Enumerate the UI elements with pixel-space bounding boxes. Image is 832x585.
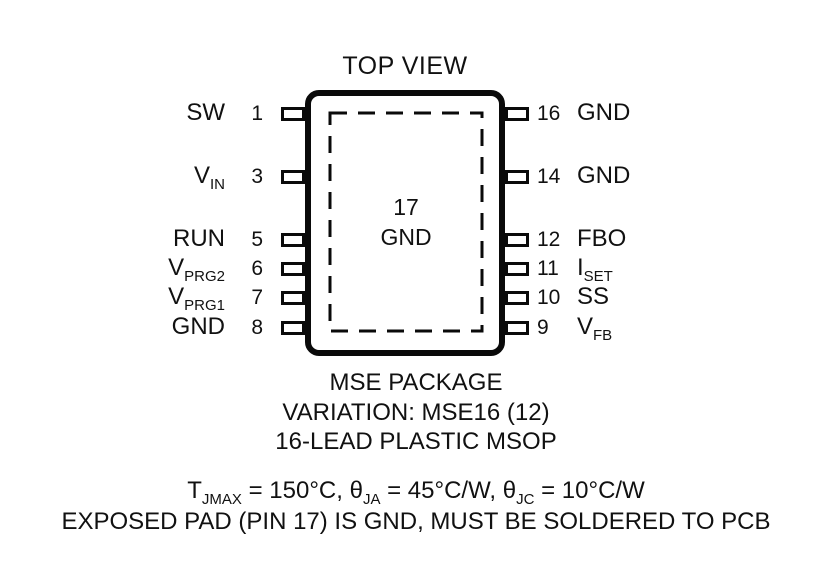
pin-lead [505,233,529,247]
pin-number: 7 [251,286,263,309]
pin-number: 5 [251,228,263,251]
package-variation: VARIATION: MSE16 (12) [282,398,550,426]
pin-lead [281,170,305,184]
pin-lead [281,291,305,305]
thermal-seg: = 45°C/W, θ [380,477,517,504]
pin-number: 9 [537,316,549,339]
pin-lead [505,262,529,276]
pin-row: SW 1 [186,99,305,129]
pin-label-base: GND [577,162,631,190]
pin-lead [505,107,529,121]
pin-label: ISET [577,254,613,284]
package-lead-type: 16-LEAD PLASTIC MSOP [275,428,557,455]
pin-label-base: GND [171,313,225,341]
pin-row: RUN 5 [173,225,305,255]
exposed-pad-note: EXPOSED PAD (PIN 17) IS GND, MUST BE SOL… [61,508,771,535]
pin-row: GND 8 [172,313,305,343]
pin-label-base: V [577,313,594,341]
pin-label-sub: PRG2 [184,267,225,285]
pin-lead [281,321,305,335]
pin-number: 8 [251,316,263,339]
pin-label: GND [577,162,630,192]
thermal-seg: = 10°C/W [534,477,645,504]
pin-number: 1 [251,102,263,125]
pin-label-base: GND [577,99,631,127]
pin-row: 14 GND [505,162,630,192]
thermal-theta-jc-sub: JC [516,490,535,508]
pin-label: VPRG2 [168,254,225,284]
pin-number: 12 [537,228,561,251]
pin-label-base: SS [577,283,610,311]
package-body [305,90,505,356]
pin-number: 16 [537,102,561,125]
thermal-seg: = 150°C, θ [241,477,363,504]
pin-label-sub: IN [210,175,225,193]
pin-label: GND [172,313,225,343]
pin-label: VFB [577,313,612,343]
pin-label-base: FBO [577,225,627,253]
pin-label: VPRG1 [168,283,225,313]
pin-row: 9 VFB [505,313,612,343]
pin-row: VPRG1 7 [168,283,305,313]
exposed-pad-number: 17 [393,194,419,220]
pin-lead [281,233,305,247]
pin-row: VIN 3 [194,162,305,192]
pin-number: 10 [537,286,561,309]
thermal-theta-ja-sub: JA [362,490,381,508]
thermal-t: T [187,477,202,504]
pin-row: 11 ISET [505,254,613,284]
pin-row: VPRG2 6 [168,254,305,284]
pin-lead [505,291,529,305]
pin-row: 10 SS [505,283,609,313]
pin-number: 14 [537,165,561,188]
pin-number: 6 [251,257,263,280]
pin-label: SS [577,283,609,313]
pin-row: 12 FBO [505,225,626,255]
pin-label-base: V [168,283,185,311]
pin-label: VIN [194,162,225,192]
pin-label: GND [577,99,630,129]
pin-label-base: SW [186,99,225,127]
exposed-pad-outline [328,111,484,333]
exposed-pad-label: 17 GND [328,111,484,333]
pin-row: 16 GND [505,99,630,129]
pin-number: 11 [537,257,559,280]
thermal-t-sub: JMAX [201,490,242,508]
pin-label: SW [186,99,225,129]
exposed-pad-name: GND [380,224,432,250]
pin-lead [281,262,305,276]
pin-label-sub: SET [583,267,613,285]
pin-label-base: I [577,254,584,282]
pin-label-sub: FB [593,326,613,344]
pin-label-base: V [168,254,185,282]
pin-lead [505,321,529,335]
pin-label: RUN [173,225,225,255]
pin-label: FBO [577,225,626,255]
diagram-title: TOP VIEW [342,52,468,80]
pin-lead [281,107,305,121]
pin-label-sub: PRG1 [184,296,225,314]
pin-number: 3 [251,165,263,188]
package-name: MSE PACKAGE [329,369,503,396]
package-captions: MSE PACKAGE VARIATION: MSE16 (12) 16-LEA… [0,368,832,457]
pin-lead [505,170,529,184]
thermal-specs: TJMAX = 150°C, θJA = 45°C/W, θJC = 10°C/… [0,477,832,507]
pin-label-base: RUN [173,225,225,253]
pin-label-base: V [193,162,210,190]
